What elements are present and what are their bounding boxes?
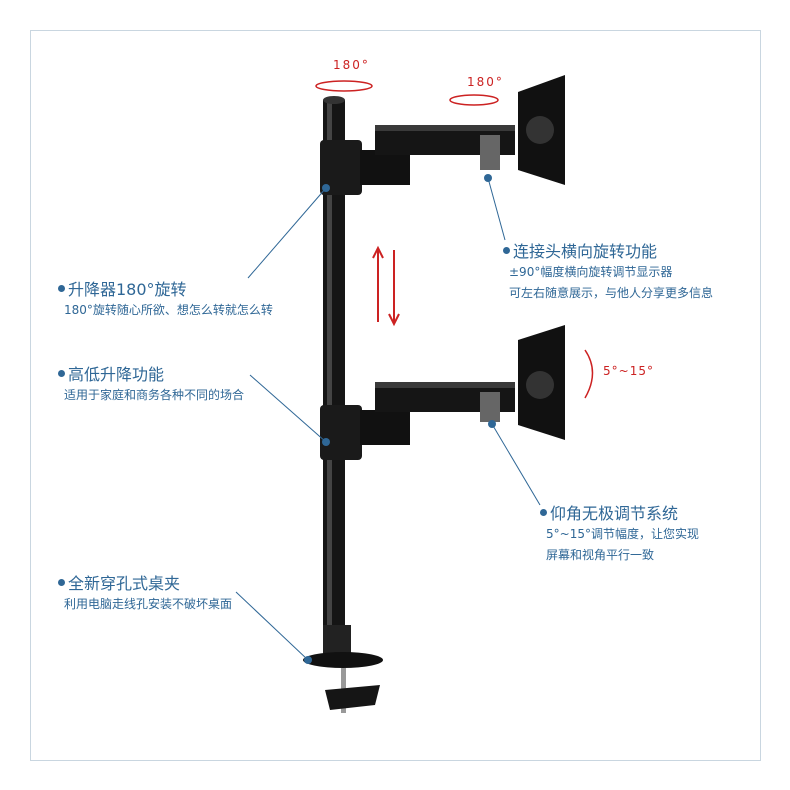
feature-height-adjust: 高低升降功能 适用于家庭和商务各种不同的场合 — [58, 361, 244, 406]
feature-tilt: 仰角无极调节系统 5°~15°调节幅度，让您实现 屏幕和视角平行一致 — [540, 500, 699, 566]
head-rotation-label: 180° — [467, 75, 504, 89]
feature-title: 连接头横向旋转功能 — [503, 238, 713, 262]
upper-collar — [320, 140, 362, 195]
image-frame — [30, 30, 761, 761]
feature-title: 升降器180°旋转 — [58, 276, 273, 300]
height-adjust-arrows — [372, 245, 400, 327]
lower-arm — [360, 410, 410, 445]
clamp-base — [303, 652, 383, 668]
feature-desc: 可左右随意展示，与他人分享更多信息 — [509, 286, 714, 300]
feature-desc: 5°~15°调节幅度，让您实现 — [546, 527, 699, 541]
feature-title: 高低升降功能 — [58, 361, 244, 385]
upper-arm — [360, 150, 410, 185]
callout-dots — [304, 174, 496, 664]
feature-desc: 180°旋转随心所欲、想怎么转就怎么转 — [64, 303, 273, 317]
leader-lines — [235, 177, 541, 661]
pole-rotation-label: 180° — [333, 58, 370, 72]
feature-head-swivel: 连接头横向旋转功能 ±90°幅度横向旋转调节显示器 可左右随意展示，与他人分享更… — [503, 238, 713, 304]
feature-swivel-riser: 升降器180°旋转 180°旋转随心所欲、想怎么转就怎么转 — [58, 276, 273, 321]
feature-desc: ±90°幅度横向旋转调节显示器 — [509, 265, 673, 279]
feature-desc: 适用于家庭和商务各种不同的场合 — [64, 388, 245, 402]
feature-grommet-clamp: 全新穿孔式桌夹 利用电脑走线孔安装不破坏桌面 — [58, 570, 232, 615]
tilt-label: 5°~15° — [603, 364, 654, 378]
feature-desc: 利用电脑走线孔安装不破坏桌面 — [64, 597, 233, 611]
feature-desc: 屏幕和视角平行一致 — [546, 548, 655, 562]
lower-collar — [320, 405, 362, 460]
rotation-arrows — [315, 80, 594, 399]
feature-title: 全新穿孔式桌夹 — [58, 570, 232, 594]
feature-title: 仰角无极调节系统 — [540, 500, 699, 524]
